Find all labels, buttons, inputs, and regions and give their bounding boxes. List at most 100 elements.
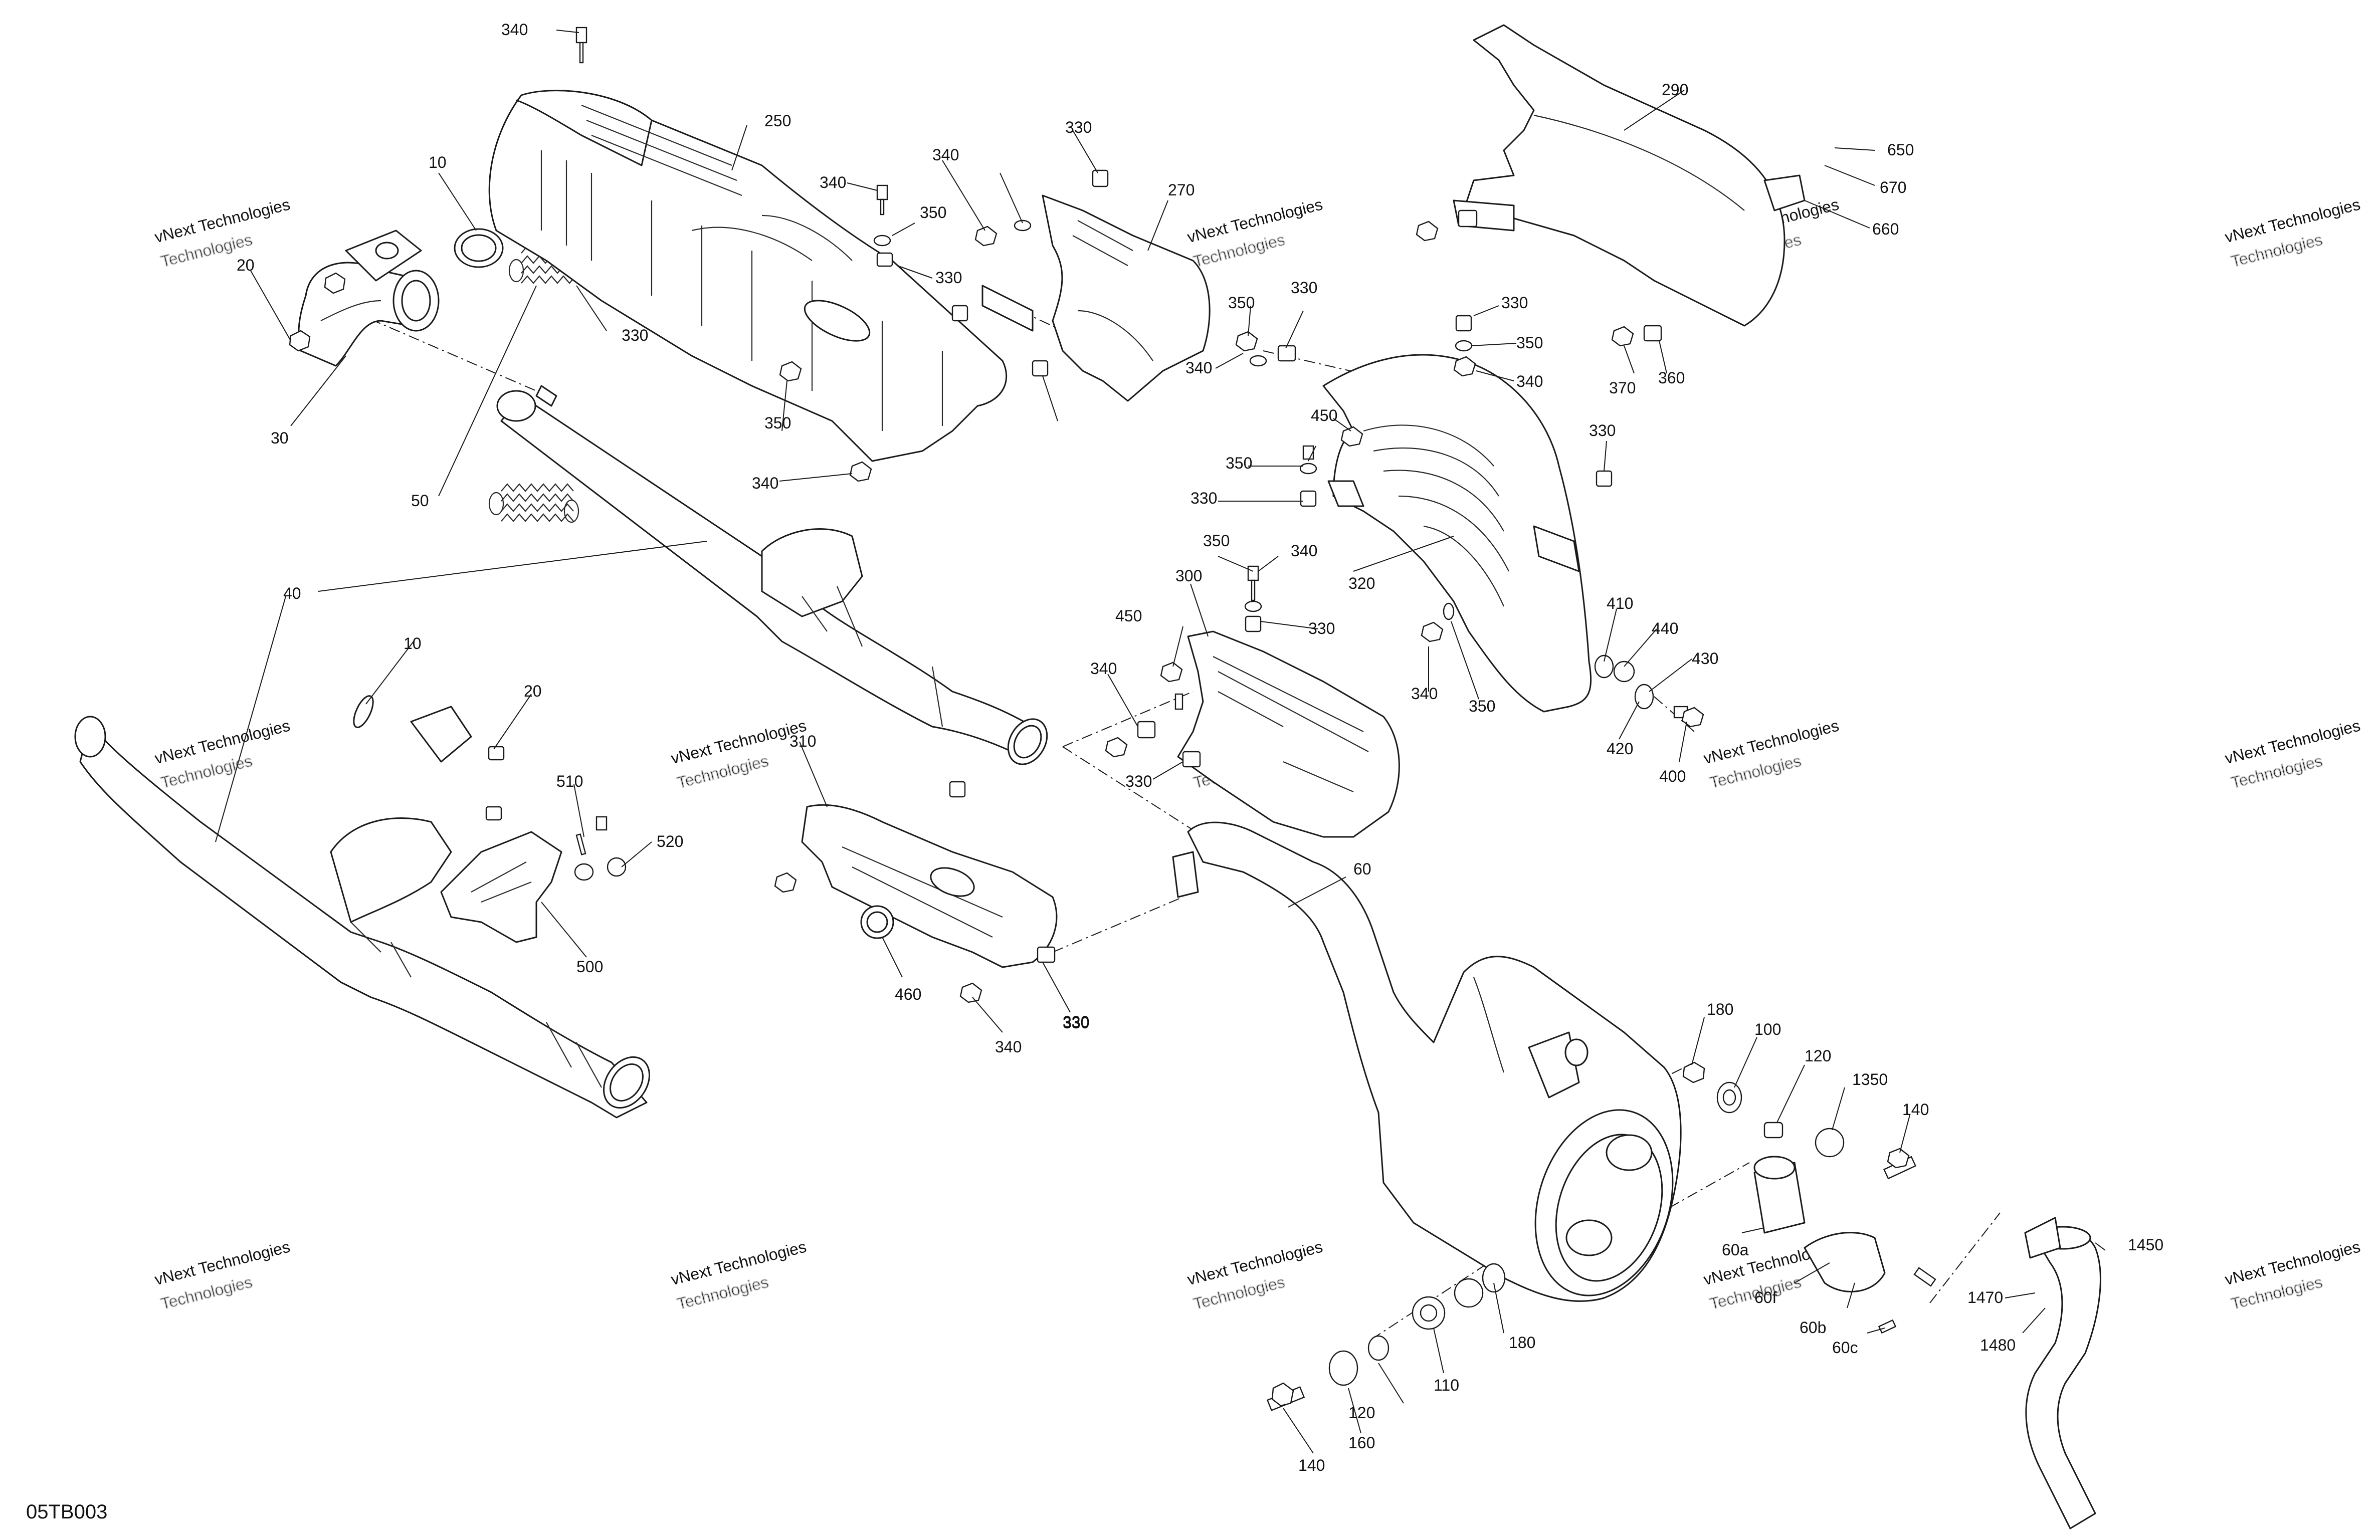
callout-label: 460 (895, 985, 921, 1003)
callout-label: 410 (1607, 594, 1633, 612)
gasket-10 (454, 228, 504, 268)
callout-label: 340 (820, 173, 846, 191)
callout-label: 340 (1090, 659, 1117, 678)
callout-label: 120 (1348, 1404, 1375, 1422)
callout-label: 290 (1662, 81, 1688, 99)
callout-label: 670 (1880, 178, 1906, 196)
callout-label: 500 (576, 958, 603, 976)
callout-label: 330 (1063, 1014, 1089, 1032)
callout-label: 60c (1832, 1339, 1858, 1357)
callout-label: 1450 (2128, 1236, 2163, 1254)
rear-pipe (74, 706, 650, 1119)
callout-label: 340 (501, 21, 528, 39)
callout-label: 330 (1501, 294, 1528, 312)
callout-label: 160 (1348, 1434, 1375, 1452)
callout-label: 1480 (1980, 1336, 2016, 1354)
callout-label: 660 (1872, 220, 1899, 238)
callout-label: 330 (1589, 421, 1616, 439)
callout-label: 20 (524, 682, 542, 700)
callout-label: 120 (1805, 1047, 1831, 1065)
callout-label: 60 (1353, 860, 1371, 878)
callout-label: 1470 (1967, 1288, 2003, 1306)
heat-shield-310 (801, 804, 1058, 968)
heat-shield-320 (1322, 354, 1592, 713)
front-pipe-40 (496, 385, 1048, 765)
callout-label: 330 (1065, 118, 1092, 136)
callout-label: 330 (1291, 279, 1317, 297)
gasket-10-small (353, 695, 374, 728)
fastener-stack-lower (1266, 1263, 1506, 1411)
callout-label: 440 (1652, 619, 1678, 637)
leader-lines (215, 30, 2106, 1454)
callout-label: 40 (283, 584, 301, 602)
heat-shield-290 (1453, 24, 1806, 327)
callout-label: 60a (1722, 1241, 1749, 1259)
callout-label: 360 (1658, 369, 1685, 387)
callout-label: 520 (657, 832, 683, 850)
callout-label: 330 (622, 326, 648, 344)
callout-label: 1350 (1852, 1070, 1888, 1088)
callout-label: 310 (789, 732, 816, 750)
tail-pipe-1450 (2024, 1217, 2101, 1529)
figure-code: 05TB003 (26, 1501, 108, 1523)
heat-shield-250 (488, 90, 1008, 462)
callout-label: 110 (1434, 1376, 1459, 1394)
callout-label: 320 (1348, 574, 1375, 592)
callout-label: 510 (556, 772, 583, 790)
callout-label: 30 (271, 429, 289, 447)
grommet-460 (860, 905, 894, 939)
callout-labels: 340 250 10 20 30 50 40 330 340 350 340 3… (237, 21, 2163, 1474)
spring-50-lower (488, 483, 579, 523)
callout-label: 300 (1175, 567, 1202, 585)
fastener-stack-right (1682, 1061, 1936, 1334)
sleeve-60a (1753, 1156, 1806, 1234)
callout-label: 330 (1191, 489, 1217, 507)
callout-label: 340 (752, 474, 778, 492)
muffler-60 (1172, 821, 1682, 1302)
callout-label: 350 (1516, 334, 1543, 352)
callout-label: 60b (1800, 1318, 1826, 1337)
callout-label: 340 (995, 1038, 1022, 1056)
callout-label: 450 (1115, 607, 1142, 625)
callout-label: 340 (1516, 372, 1543, 390)
callout-label: 350 (764, 414, 791, 432)
elbow-30 (298, 230, 440, 367)
callout-label: 330 (1308, 619, 1335, 637)
callout-label: 140 (1298, 1456, 1325, 1474)
callout-label: 20 (237, 256, 255, 274)
callout-label: 180 (1509, 1334, 1535, 1352)
callout-label: 250 (764, 112, 791, 130)
callout-label: 350 (1203, 532, 1230, 550)
callout-label: 420 (1607, 740, 1633, 758)
callout-label: 180 (1707, 1000, 1733, 1018)
callout-label: 330 (935, 269, 962, 287)
callout-label: 350 (920, 203, 946, 222)
bracket-60f (1804, 1232, 1886, 1292)
callout-label: 350 (1469, 697, 1495, 715)
callout-label: 60f (1754, 1288, 1777, 1306)
callout-label: 350 (1228, 294, 1255, 312)
callout-label: 350 (1226, 454, 1252, 472)
callout-label: 340 (1411, 685, 1438, 703)
small-fasteners (485, 27, 1704, 1003)
callout-label: 370 (1609, 379, 1636, 397)
nut-20 (289, 272, 346, 352)
callout-label: 450 (1311, 406, 1337, 424)
shield-500 (440, 831, 562, 943)
callout-label: 270 (1168, 181, 1195, 199)
heat-shield-270 (981, 194, 1211, 402)
callout-label: 50 (411, 492, 429, 510)
callout-label: 100 (1754, 1020, 1781, 1038)
callout-label: 330 (1063, 1013, 1089, 1031)
callout-label: 140 (1902, 1101, 1929, 1119)
callout-label: 430 (1692, 649, 1718, 668)
callout-label: 10 (404, 634, 422, 652)
callout-label: 10 (429, 153, 447, 171)
callout-label: 400 (1659, 767, 1686, 785)
callout-label: 650 (1887, 141, 1914, 159)
callout-label: 340 (1185, 359, 1212, 377)
callout-label: 340 (932, 146, 959, 164)
callout-label: 340 (1291, 542, 1317, 560)
heat-shield-300 (1177, 630, 1400, 838)
